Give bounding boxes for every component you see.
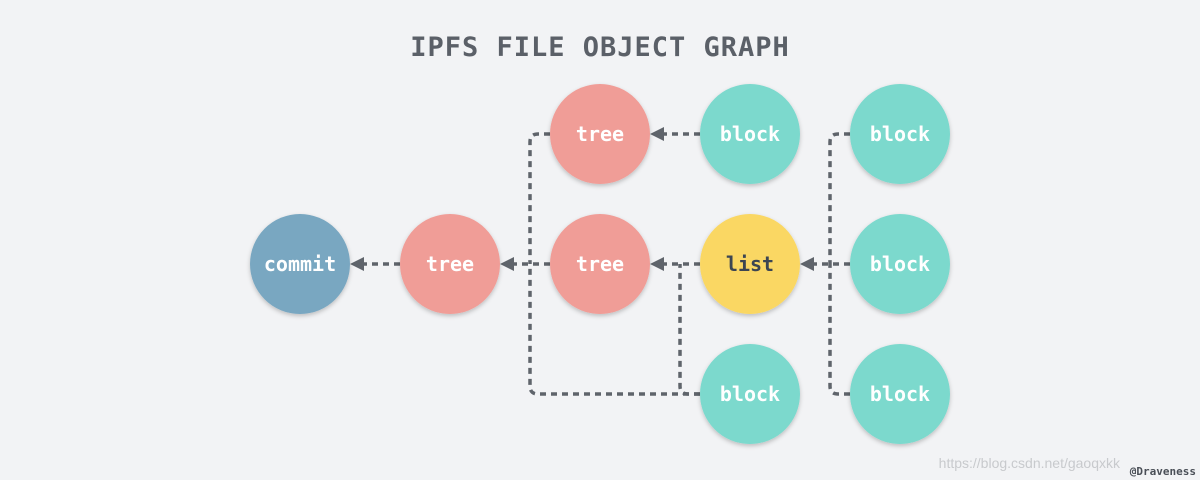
tree-root-label: tree xyxy=(426,252,474,276)
arrowhead-tree-mid xyxy=(650,257,664,271)
node-tree-mid: tree xyxy=(550,214,650,314)
edges xyxy=(350,127,850,396)
block-b-circle xyxy=(700,344,800,444)
diagram-title: IPFS FILE OBJECT GRAPH xyxy=(410,32,790,63)
tree-mid-circle xyxy=(550,214,650,314)
list-circle xyxy=(700,214,800,314)
edge-block-b-to-tree-root xyxy=(528,264,700,396)
arrowhead-list xyxy=(800,257,814,271)
node-block-c: block xyxy=(850,84,950,184)
edge-tree-top-to-tree-root xyxy=(528,132,550,264)
arrowhead-tree-root xyxy=(500,257,514,271)
block-b-label: block xyxy=(720,382,780,406)
node-commit: commit xyxy=(250,214,350,314)
block-c-circle xyxy=(850,84,950,184)
block-d-circle xyxy=(850,214,950,314)
tree-mid-label: tree xyxy=(576,252,624,276)
edge-block-b-to-tree-mid xyxy=(678,264,700,396)
block-c-label: block xyxy=(870,122,930,146)
watermark-url: https://blog.csdn.net/gaoqxkk xyxy=(939,455,1121,471)
tree-top-label: tree xyxy=(576,122,624,146)
edge-block-e-to-list xyxy=(828,264,850,396)
block-e-label: block xyxy=(870,382,930,406)
node-block-d: block xyxy=(850,214,950,314)
node-tree-top: tree xyxy=(550,84,650,184)
block-a-circle xyxy=(700,84,800,184)
commit-label: commit xyxy=(264,252,336,276)
node-block-a: block xyxy=(700,84,800,184)
author-credit: @Draveness xyxy=(1130,465,1196,478)
arrowhead-tree-top xyxy=(650,127,664,141)
block-e-circle xyxy=(850,344,950,444)
node-block-b: block xyxy=(700,344,800,444)
node-block-e: block xyxy=(850,344,950,444)
commit-circle xyxy=(250,214,350,314)
arrowhead-commit xyxy=(350,257,364,271)
block-d-label: block xyxy=(870,252,930,276)
block-a-label: block xyxy=(720,122,780,146)
list-label: list xyxy=(726,252,774,276)
node-list: list xyxy=(700,214,800,314)
tree-root-circle xyxy=(400,214,500,314)
edge-block-c-to-list xyxy=(828,132,850,264)
tree-top-circle xyxy=(550,84,650,184)
node-tree-root: tree xyxy=(400,214,500,314)
